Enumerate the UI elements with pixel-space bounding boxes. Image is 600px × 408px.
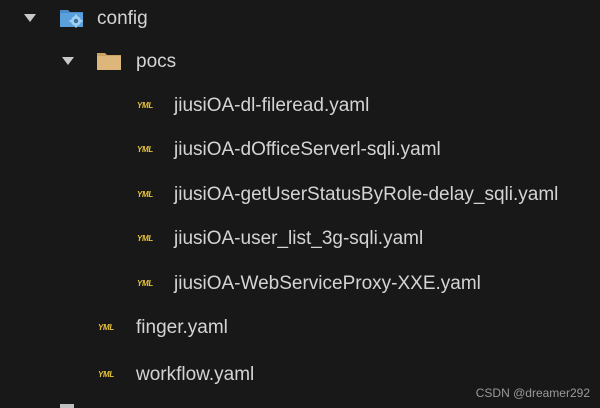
gear-folder-icon xyxy=(59,6,85,33)
yaml-file-icon: YML xyxy=(137,234,153,243)
partial-next-item xyxy=(60,404,74,408)
tree-item-file[interactable]: YML jiusiOA-getUserStatusByRole-delay_sq… xyxy=(0,177,600,211)
yaml-file-icon: YML xyxy=(137,101,153,110)
tree-item-label: jiusiOA-user_list_3g-sqli.yaml xyxy=(174,228,424,249)
tree-item-label: jiusiOA-WebServiceProxy-XXE.yaml xyxy=(174,273,481,294)
tree-item-pocs-folder[interactable]: pocs xyxy=(0,44,600,78)
tree-item-file[interactable]: YML jiusiOA-dOfficeServerl-sqli.yaml xyxy=(0,132,600,166)
tree-item-config-folder[interactable]: config xyxy=(0,1,600,35)
tree-item-label: jiusiOA-dOfficeServerl-sqli.yaml xyxy=(174,139,441,160)
tree-item-file[interactable]: YML jiusiOA-user_list_3g-sqli.yaml xyxy=(0,221,600,255)
tree-item-label: finger.yaml xyxy=(136,317,228,338)
yaml-file-icon: YML xyxy=(137,279,153,288)
chevron-down-icon[interactable] xyxy=(24,14,36,22)
yaml-file-icon: YML xyxy=(137,145,153,154)
yaml-file-icon: YML xyxy=(137,190,153,199)
tree-item-label: workflow.yaml xyxy=(136,364,255,385)
tree-item-file[interactable]: YML jiusiOA-WebServiceProxy-XXE.yaml xyxy=(0,266,600,300)
tree-item-label: config xyxy=(97,8,148,29)
tree-item-file[interactable]: YML finger.yaml xyxy=(0,310,600,344)
tree-item-label: jiusiOA-getUserStatusByRole-delay_sqli.y… xyxy=(174,184,559,205)
tree-item-label: pocs xyxy=(136,51,177,72)
watermark: CSDN @dreamer292 xyxy=(475,386,590,400)
folder-icon xyxy=(97,51,121,75)
yaml-file-icon: YML xyxy=(98,370,114,379)
tree-item-file[interactable]: YML workflow.yaml xyxy=(0,357,600,391)
tree-item-label: jiusiOA-dl-fileread.yaml xyxy=(174,95,370,116)
yaml-file-icon: YML xyxy=(98,323,114,332)
tree-item-file[interactable]: YML jiusiOA-dl-fileread.yaml xyxy=(0,88,600,122)
chevron-down-icon[interactable] xyxy=(62,57,74,65)
